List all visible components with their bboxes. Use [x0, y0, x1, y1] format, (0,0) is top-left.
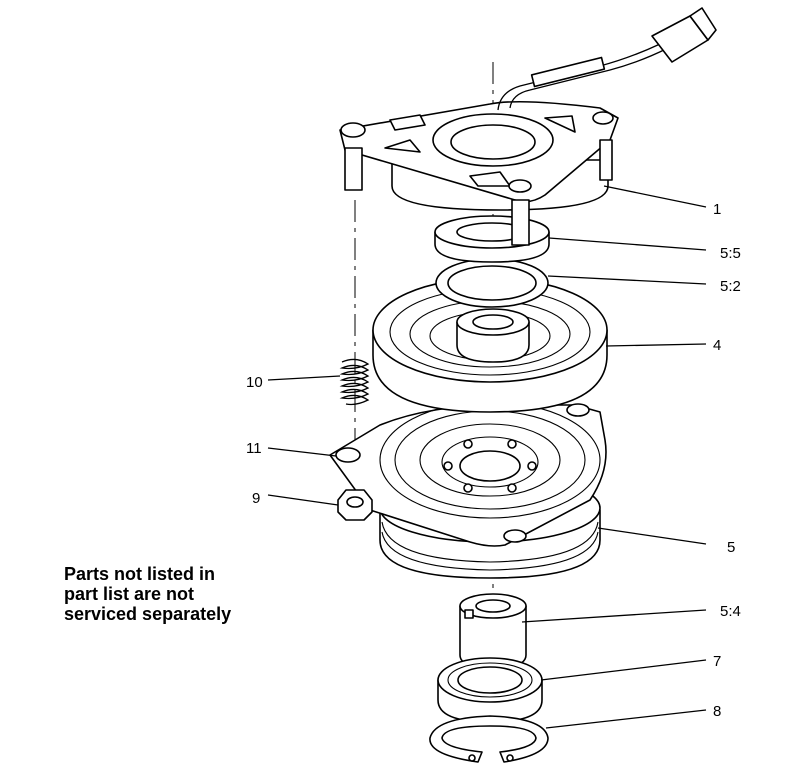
callout-7: 7 [713, 653, 721, 670]
callout-8: 8 [713, 703, 721, 720]
compression-spring [339, 358, 370, 406]
field-coil-mount [339, 100, 619, 246]
retaining-ring [435, 258, 549, 308]
callout-5-5: 5:5 [720, 245, 741, 262]
callout-11: 11 [246, 440, 262, 457]
note-line-1: Parts not listed in [64, 564, 215, 584]
bottom-bearing [437, 657, 543, 723]
callout-10: 10 [246, 374, 263, 391]
snap-ring [429, 715, 549, 763]
callout-4: 4 [713, 337, 721, 354]
note-line-3: serviced separately [64, 604, 231, 624]
parts-note: Parts not listed in part list are not se… [64, 564, 231, 624]
callout-9: 9 [252, 490, 260, 507]
callout-1: 1 [713, 201, 721, 218]
callout-5-2: 5:2 [720, 278, 741, 295]
hex-nut [337, 489, 373, 521]
hub-sleeve [459, 593, 527, 669]
callout-5: 5 [727, 539, 735, 556]
leader-lines [267, 185, 707, 729]
wire-harness [497, 7, 717, 111]
note-line-2: part list are not [64, 584, 194, 604]
top-bearing [434, 215, 550, 263]
armature-plate [329, 401, 607, 547]
callout-5-4: 5:4 [720, 603, 741, 620]
